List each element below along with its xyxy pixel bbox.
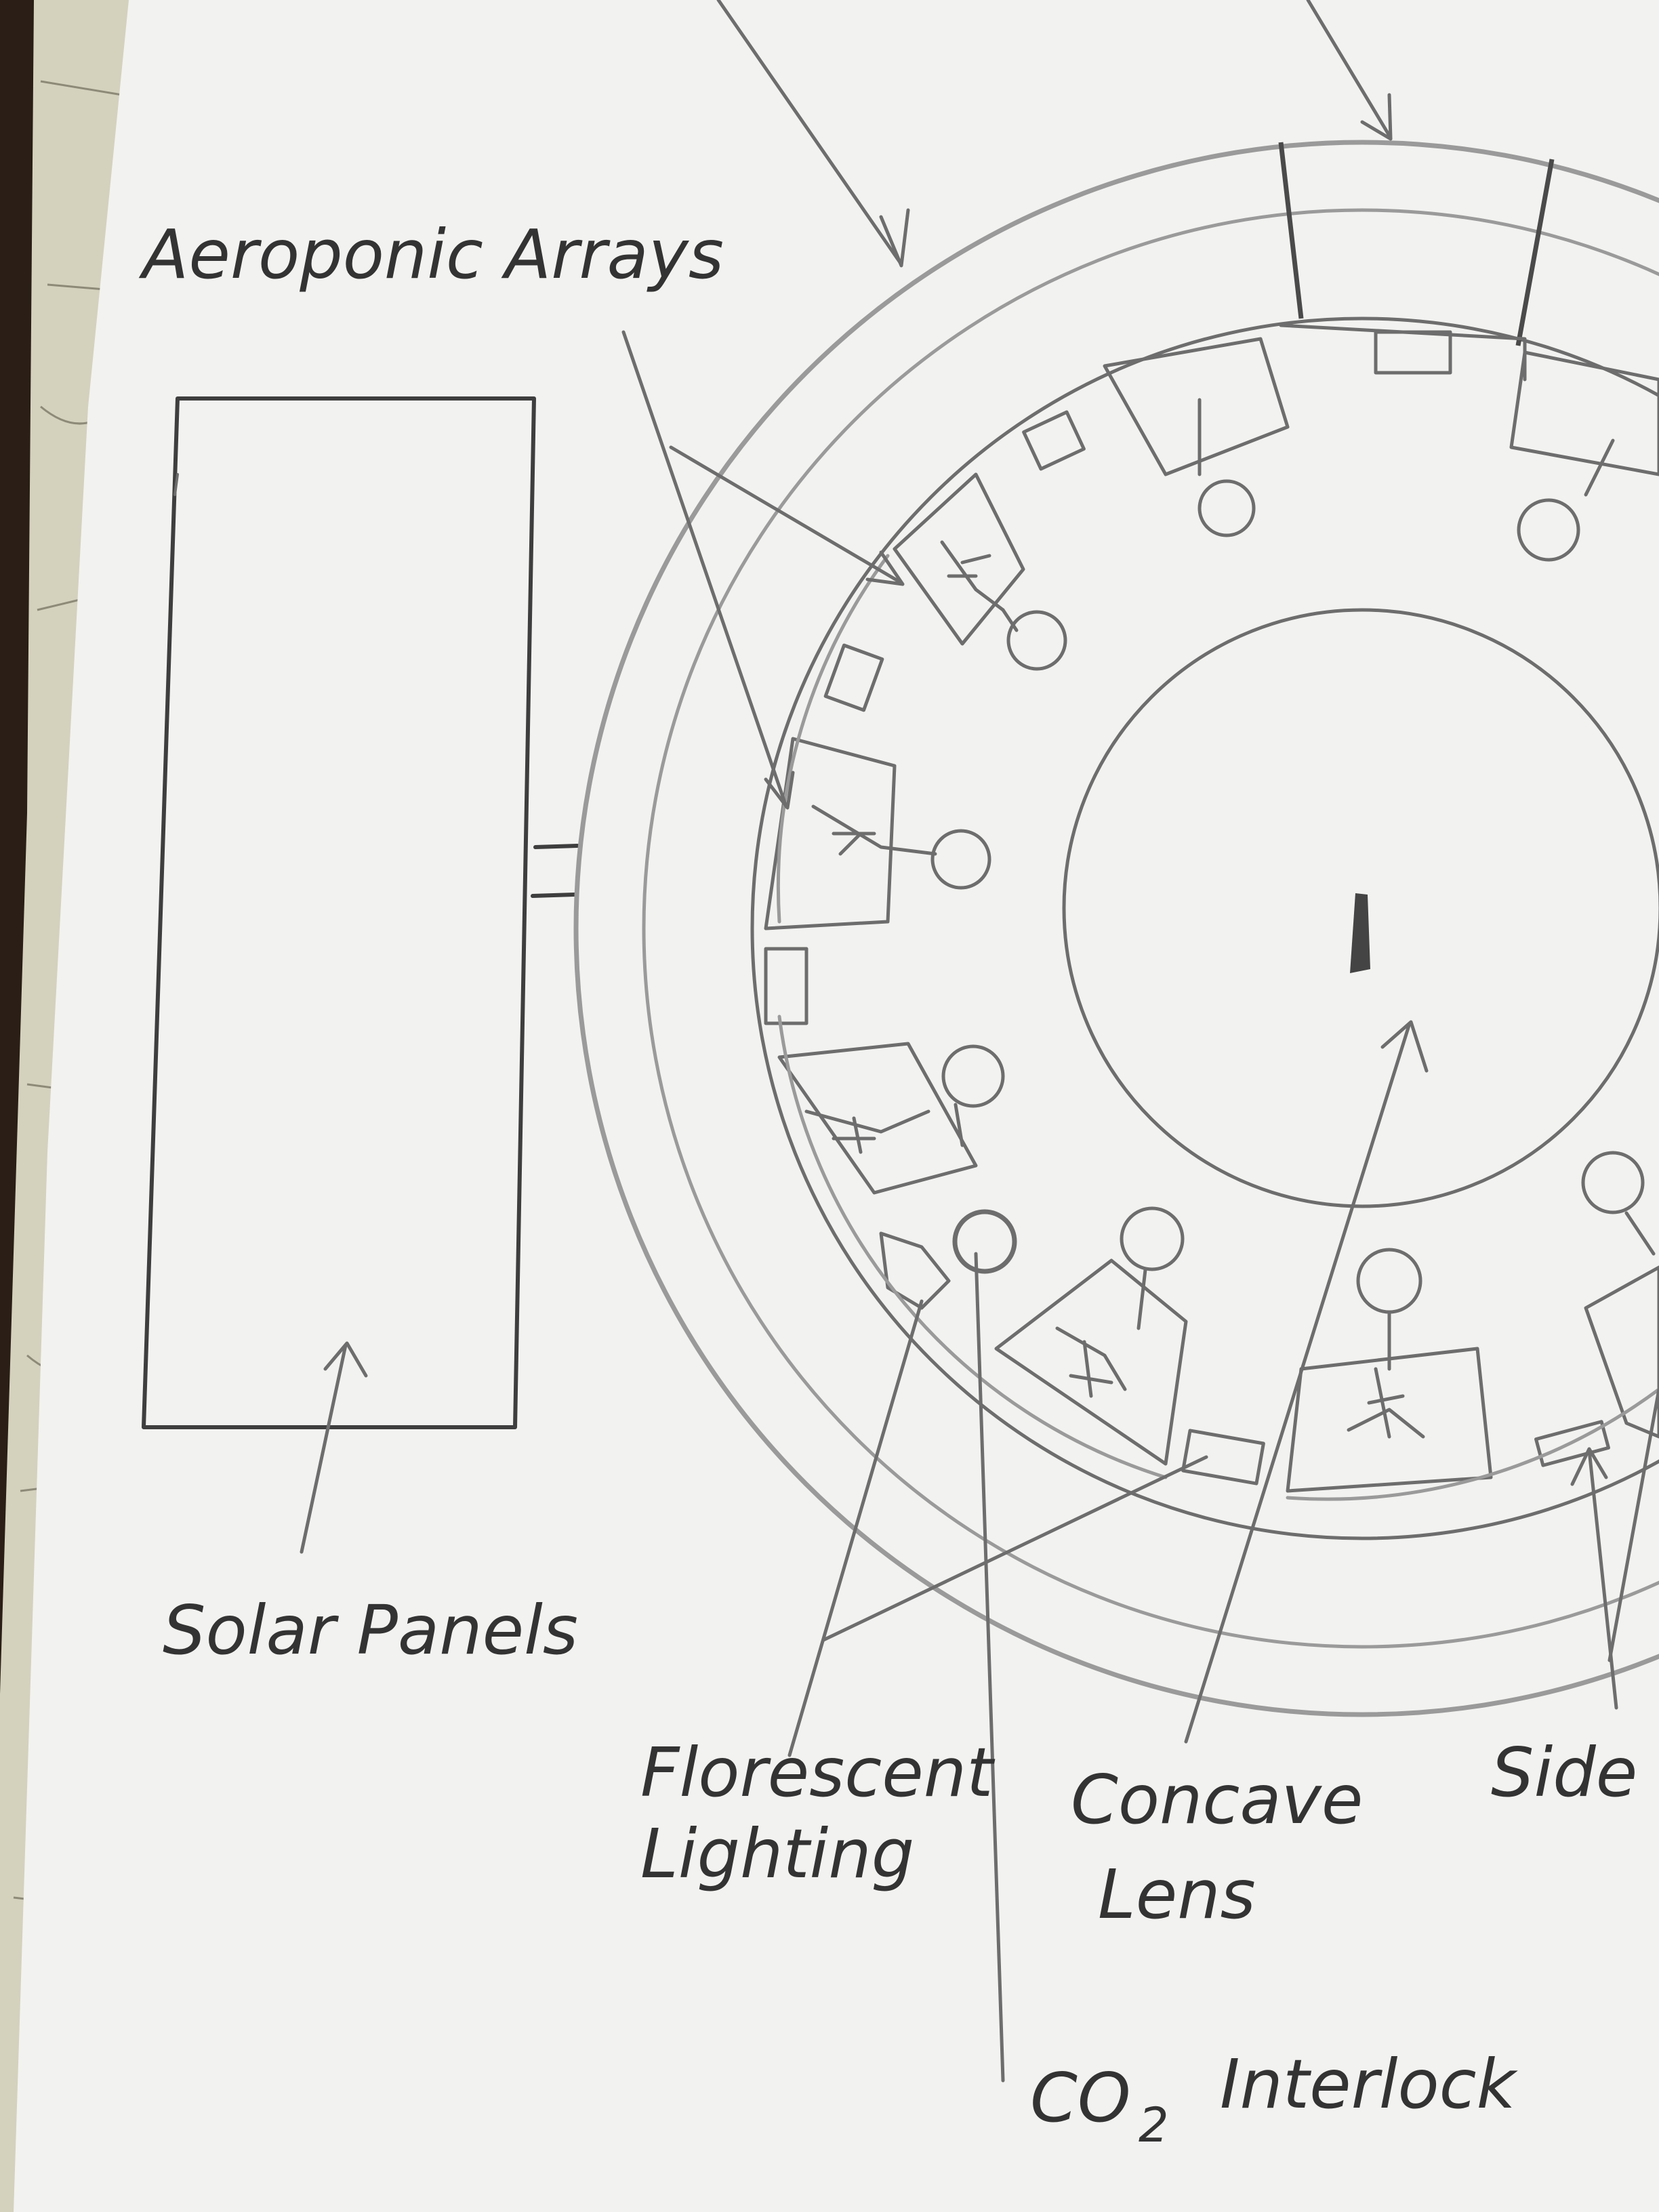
outer-segment-dividers xyxy=(1278,142,1555,346)
label-solar-panels: Solar Panels xyxy=(163,1591,578,1670)
label-co2-suffix: Interlock xyxy=(1220,2045,1519,2124)
label-co2-subscript: 2 xyxy=(1139,2097,1169,2153)
label-lighting: Lighting xyxy=(640,1814,914,1893)
label-concave: Concave xyxy=(1071,1760,1363,1839)
lens-center-mark xyxy=(1350,893,1370,973)
solar-panel-drawing xyxy=(142,396,579,1429)
annotation-arrows xyxy=(300,330,1659,2083)
aeroponic-pods xyxy=(764,323,1659,1493)
concave-lens-circle xyxy=(1062,608,1659,1208)
label-side-partial: Side xyxy=(1491,1733,1637,1812)
paper-sheet xyxy=(14,0,1659,2212)
inner-wall xyxy=(776,554,1659,1501)
label-aeroponic-arrays: Aeroponic Arrays xyxy=(138,215,724,294)
label-lens: Lens xyxy=(1098,1855,1256,1934)
label-co2-prefix: CO xyxy=(1030,2058,1131,2137)
habitat-ring-outer xyxy=(573,140,1659,1717)
label-florescent: Florescent xyxy=(640,1733,996,1812)
top-arrows xyxy=(716,0,1393,268)
